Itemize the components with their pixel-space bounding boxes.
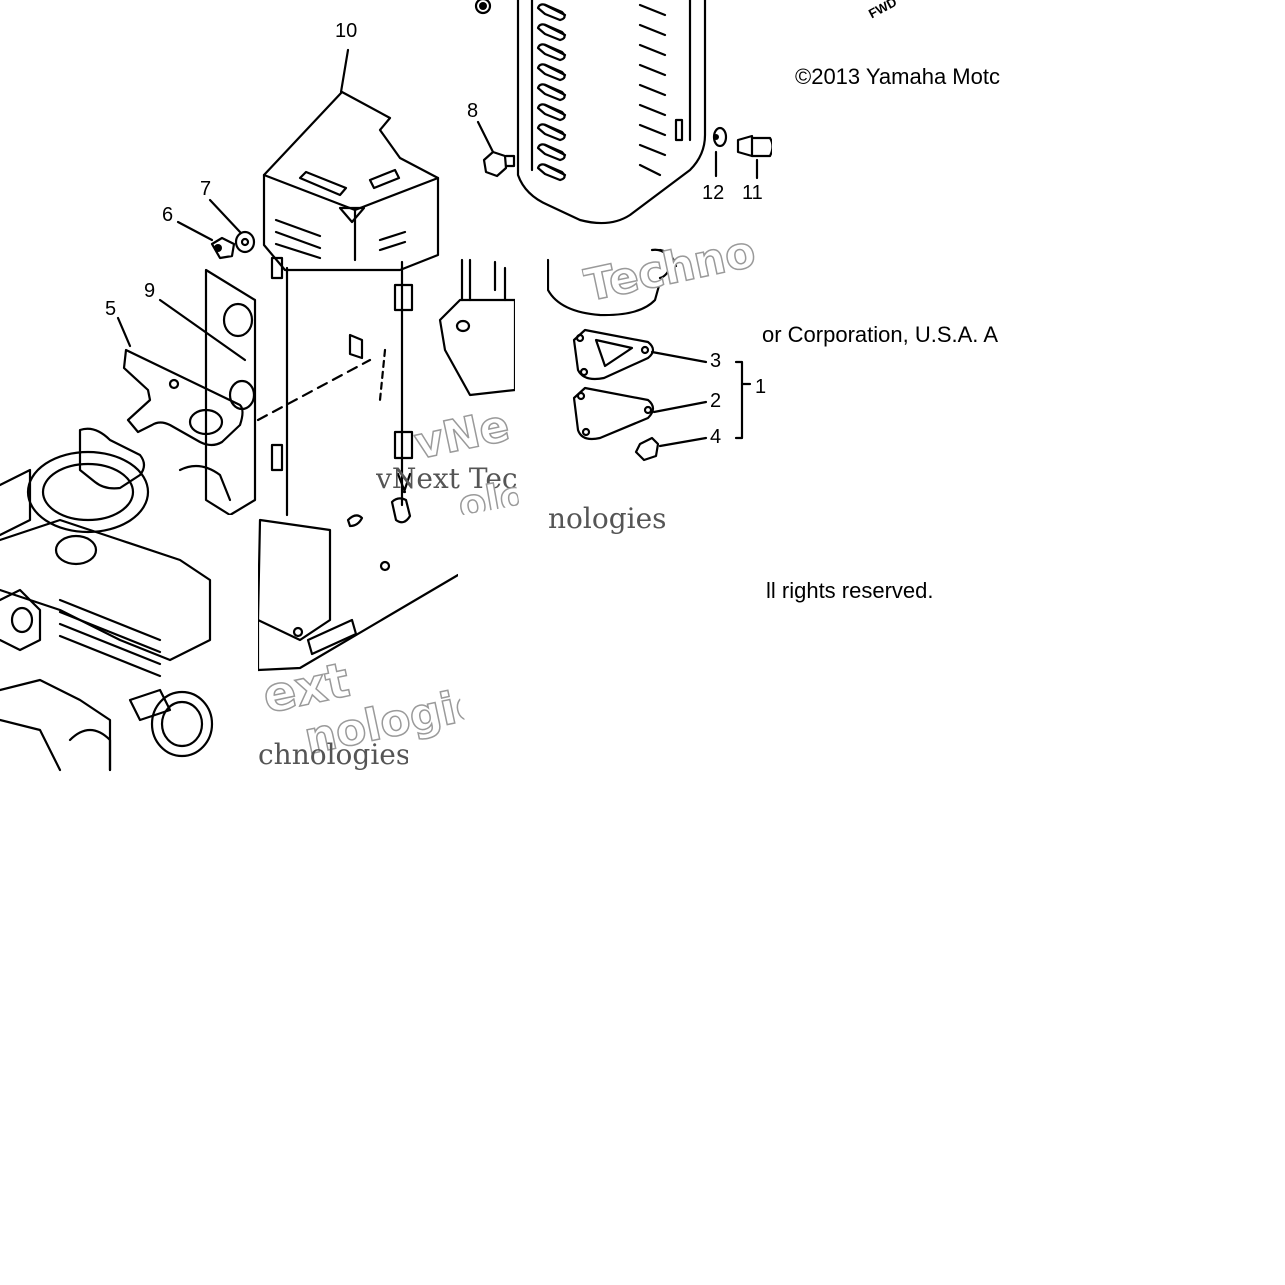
blank-area-gap bbox=[515, 258, 547, 516]
gasket-9 bbox=[158, 298, 247, 362]
bolt-11 bbox=[736, 134, 774, 180]
gasket-5 bbox=[116, 316, 244, 447]
blank-area-lower-right bbox=[458, 515, 773, 775]
muffler-cover-panel bbox=[474, 0, 707, 225]
callout-8: 8 bbox=[467, 100, 479, 122]
gasket-3 bbox=[572, 328, 708, 381]
copyright-fragment-3: ll rights reserved. bbox=[766, 578, 934, 603]
callout-11: 11 bbox=[742, 182, 763, 204]
bolt-8 bbox=[476, 120, 516, 178]
callout-12: 12 bbox=[702, 182, 725, 204]
copyright-fragment-2: or Corporation, U.S.A. A bbox=[762, 322, 998, 347]
blank-area-mid bbox=[772, 0, 1030, 1285]
callout-2: 2 bbox=[710, 390, 722, 412]
base-plate bbox=[256, 514, 460, 672]
callout-6: 6 bbox=[162, 204, 174, 226]
copyright-fragment-1: ©2013 Yamaha Motc bbox=[795, 64, 1000, 89]
callout-5: 5 bbox=[105, 298, 117, 320]
callout-1: 1 bbox=[755, 376, 767, 398]
callout-10: 10 bbox=[335, 20, 358, 42]
cover-10 bbox=[256, 48, 440, 517]
washer-7 bbox=[208, 198, 256, 254]
gasket-2 bbox=[572, 386, 708, 441]
bracket-piece bbox=[438, 258, 517, 397]
blank-area-bottom bbox=[0, 772, 1285, 1285]
engine-block bbox=[0, 268, 257, 772]
muffler-can bbox=[546, 248, 678, 317]
bracket-1 bbox=[734, 360, 752, 440]
callout-3: 3 bbox=[710, 350, 722, 372]
watermark-serif-nologies: nologies bbox=[548, 502, 667, 535]
callout-4: 4 bbox=[710, 426, 722, 448]
watermark-serif-chnologies: chnologies bbox=[258, 738, 408, 771]
callout-7: 7 bbox=[200, 178, 212, 200]
blank-area-left-strip bbox=[220, 515, 258, 775]
callout-9: 9 bbox=[144, 280, 156, 302]
watermark-serif-vnext: vNext Tec bbox=[376, 462, 516, 495]
nut-6 bbox=[176, 220, 236, 260]
bolt-4 bbox=[634, 436, 708, 462]
